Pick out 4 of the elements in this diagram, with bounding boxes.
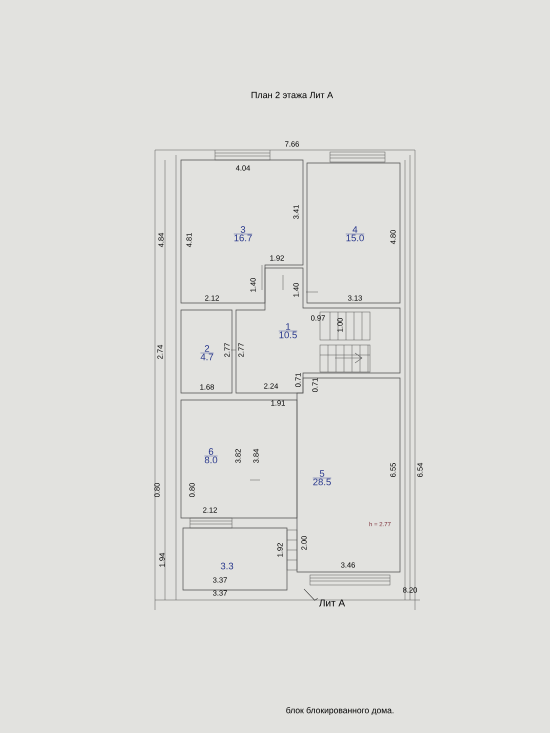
note-text: блок блокированного дома. bbox=[286, 707, 394, 715]
plan-title: План 2 этажа Лит А bbox=[252, 92, 334, 98]
leader-text: Лит А bbox=[319, 600, 346, 606]
leader-line bbox=[304, 588, 318, 601]
